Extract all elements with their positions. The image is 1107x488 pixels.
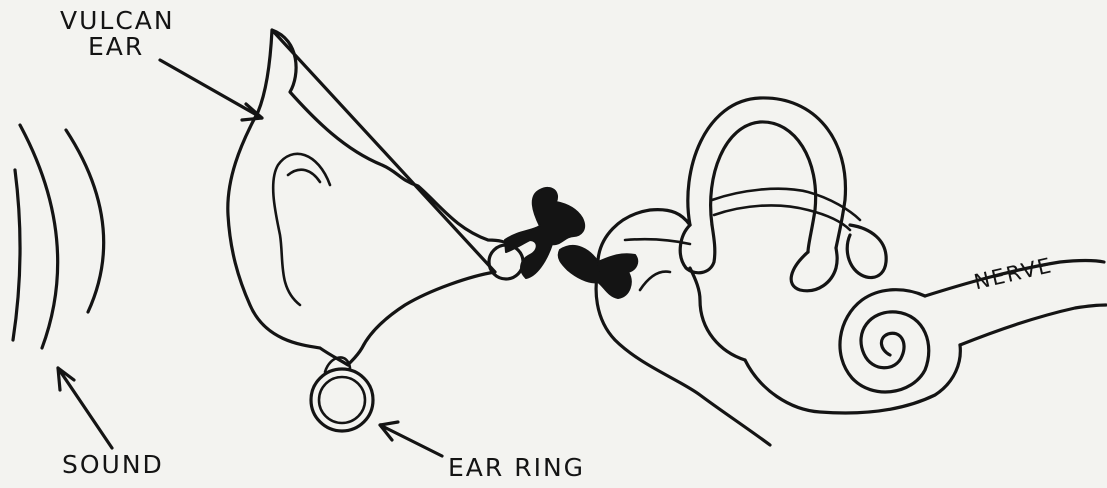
lateral-canal-mid (714, 205, 850, 230)
label-ear-ring: EAR RING (448, 455, 585, 481)
vestibule-outline (596, 210, 770, 445)
sound-wave-2 (20, 125, 58, 348)
canal-end-right (791, 248, 837, 291)
arrow-to-sound (58, 368, 112, 448)
ear-ring (311, 357, 373, 431)
label-vulcan-ear-line2: EAR (60, 34, 175, 60)
sound-wave-3 (66, 130, 104, 312)
outer-ear-outline (228, 30, 512, 365)
label-sound: SOUND (62, 452, 164, 478)
label-vulcan-ear-line1: VULCAN (60, 8, 175, 34)
helix-fold (273, 154, 330, 305)
arrow-to-ear-ring (380, 422, 442, 456)
semicircular-canal-inner (711, 122, 816, 252)
lateral-canal-top (712, 189, 860, 220)
sound-waves (13, 125, 104, 348)
canal-end-left (680, 225, 715, 273)
antihelix-fold (288, 170, 320, 182)
label-vulcan-ear: VULCAN EAR (60, 8, 175, 61)
ear-ring-inner (319, 377, 365, 423)
arrow-to-vulcan-ear (160, 60, 262, 120)
annotation-arrows (58, 60, 442, 456)
middle-ear-bones (505, 188, 637, 298)
sound-wave-1 (13, 170, 20, 340)
vulcan-ear (228, 30, 523, 365)
cochlea-spiral (840, 290, 929, 392)
lateral-canal-bulb (847, 225, 886, 278)
